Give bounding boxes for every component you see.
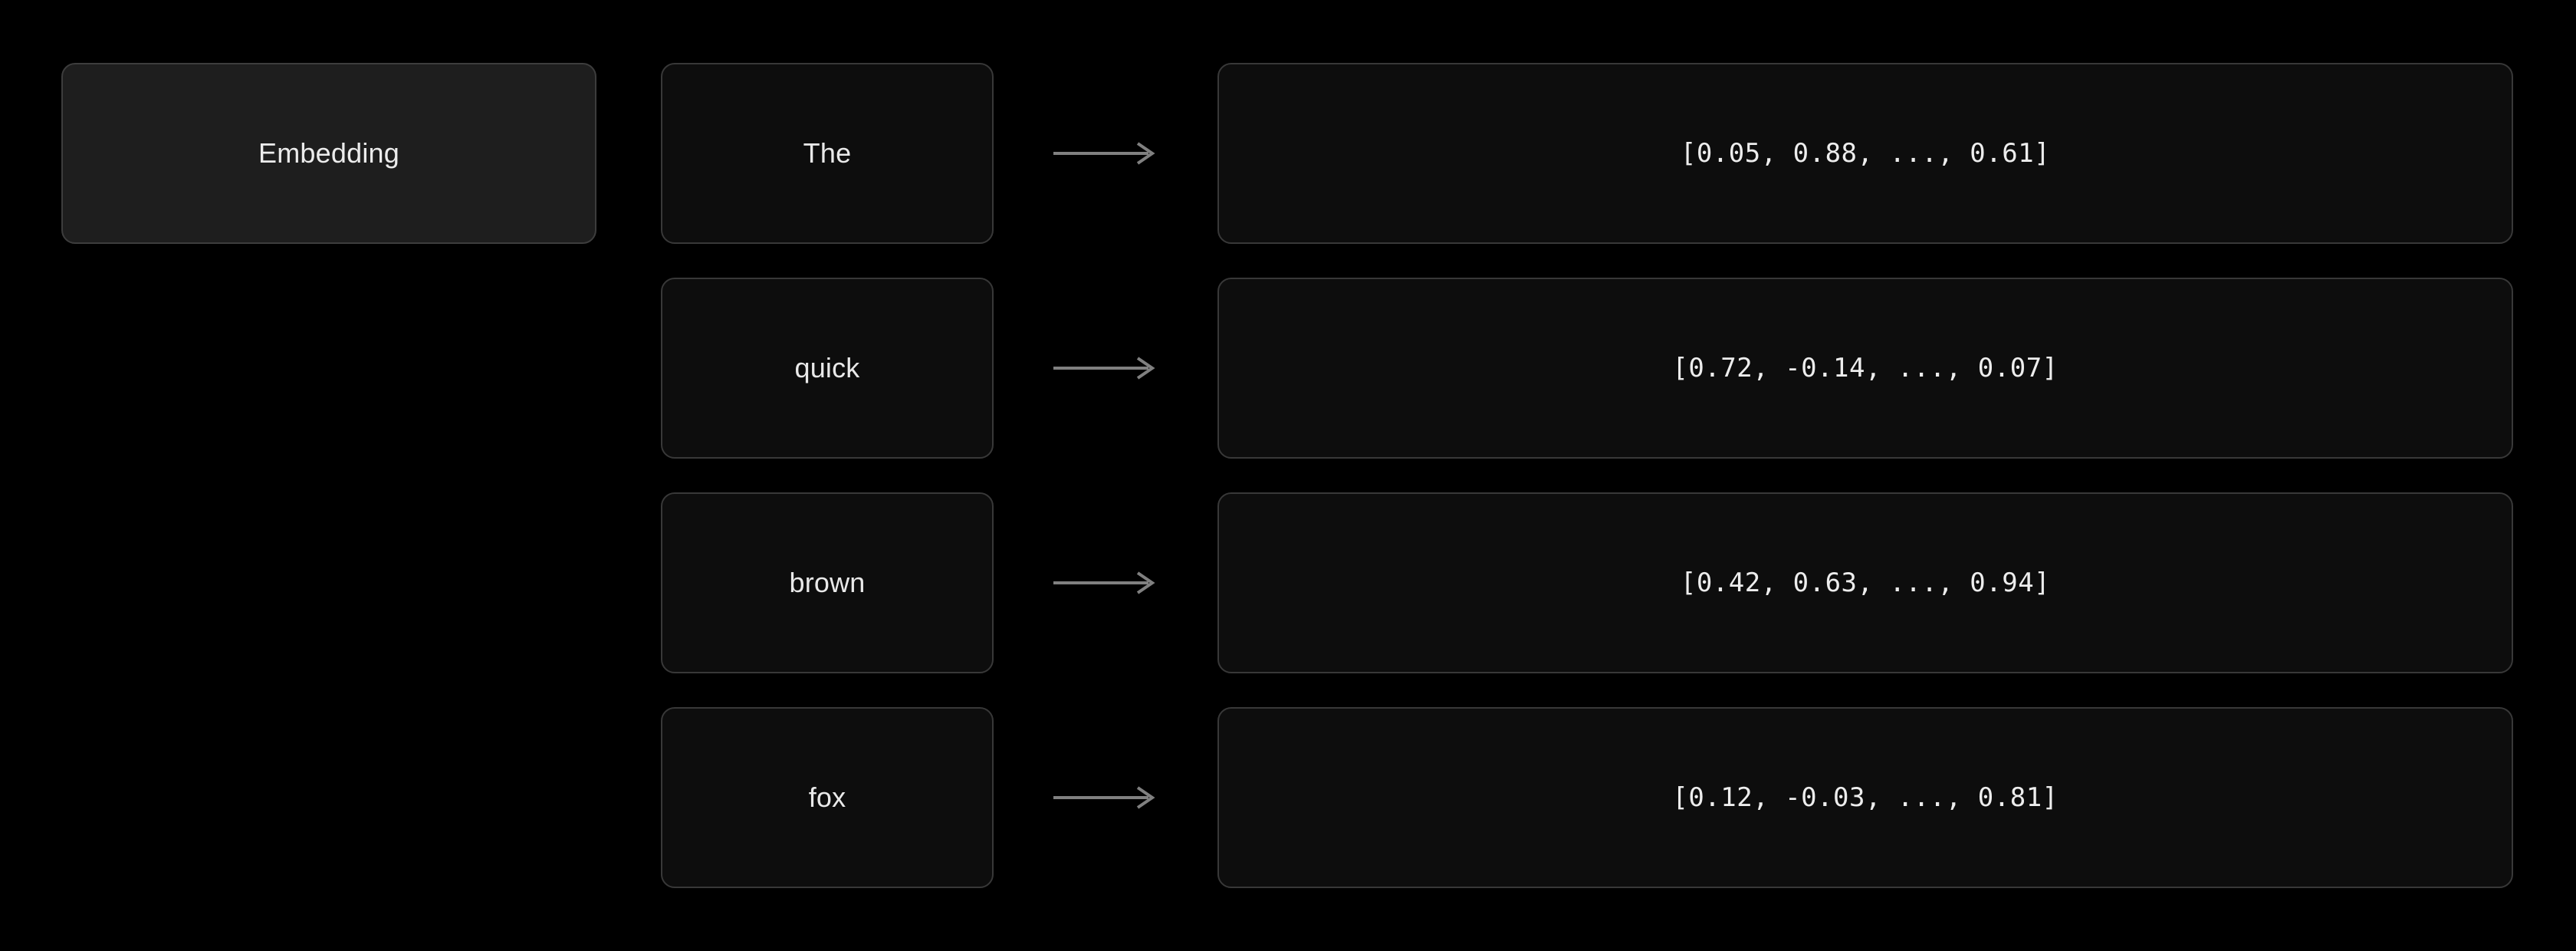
token-label: quick	[794, 352, 860, 383]
token-embedding-row: The [0.05, 0.88, ..., 0.61]	[0, 63, 2576, 244]
embedding-vector-card: [0.72, -0.14, ..., 0.07]	[1217, 278, 2513, 459]
long-right-arrow-icon	[1052, 63, 1162, 244]
token-embedding-row: quick [0.72, -0.14, ..., 0.07]	[0, 278, 2576, 459]
embedding-vector-card: [0.42, 0.63, ..., 0.94]	[1217, 492, 2513, 673]
long-right-arrow-icon	[1052, 707, 1162, 888]
token-label: The	[803, 137, 852, 169]
token-card: The	[661, 63, 994, 244]
token-label: fox	[808, 782, 846, 813]
embedding-vector-card: [0.05, 0.88, ..., 0.61]	[1217, 63, 2513, 244]
embedding-vector-value: [0.05, 0.88, ..., 0.61]	[1680, 138, 2051, 169]
token-card: fox	[661, 707, 994, 888]
embedding-vector-value: [0.12, -0.03, ..., 0.81]	[1672, 782, 2058, 813]
embedding-stage-card: Embedding	[61, 63, 596, 244]
long-right-arrow-icon	[1052, 492, 1162, 673]
embedding-vector-value: [0.42, 0.63, ..., 0.94]	[1680, 568, 2051, 598]
token-embedding-row: brown [0.42, 0.63, ..., 0.94]	[0, 492, 2576, 673]
embedding-vector-value: [0.72, -0.14, ..., 0.07]	[1672, 353, 2058, 383]
embedding-vector-card: [0.12, -0.03, ..., 0.81]	[1217, 707, 2513, 888]
long-right-arrow-icon	[1052, 278, 1162, 459]
token-card: brown	[661, 492, 994, 673]
embedding-stage-label: Embedding	[258, 137, 399, 169]
token-card: quick	[661, 278, 994, 459]
token-embedding-row: fox [0.12, -0.03, ..., 0.81]	[0, 707, 2576, 888]
token-label: brown	[789, 567, 866, 598]
